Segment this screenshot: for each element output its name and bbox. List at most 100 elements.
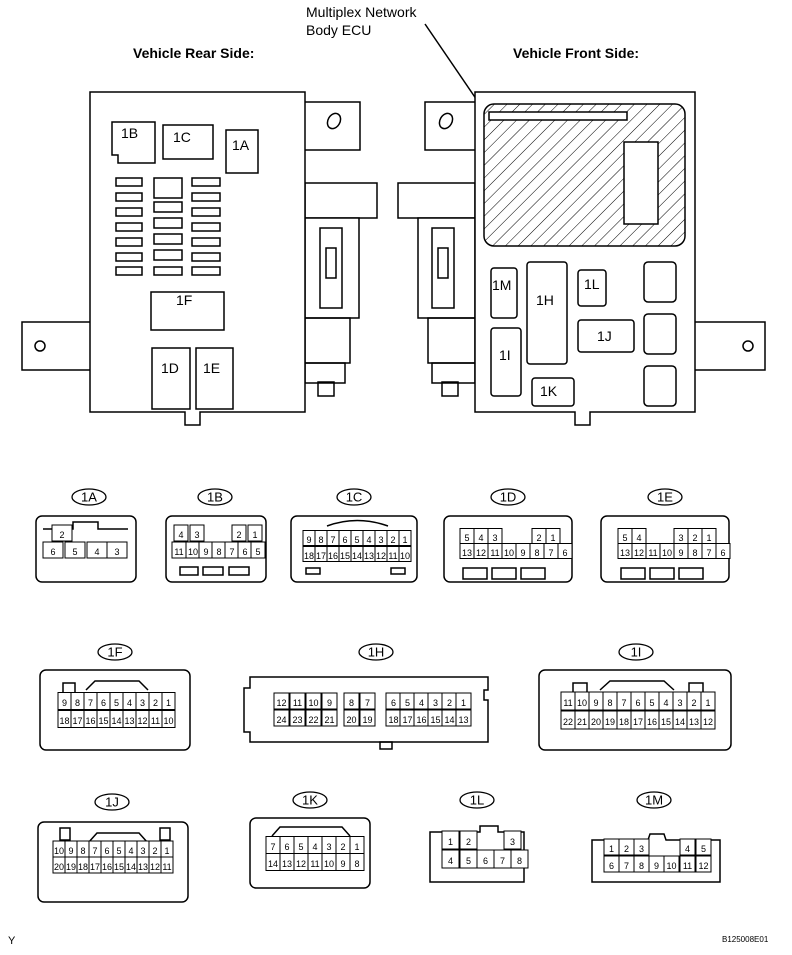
rear-slot-1E: 1E [203, 360, 220, 376]
pin-number: 3 [639, 844, 644, 854]
pin-number: 17 [402, 715, 412, 725]
pin-number: 7 [88, 698, 93, 708]
connector-id-label: 1E [657, 490, 673, 505]
pin-number: 7 [229, 547, 234, 557]
pin-cell [398, 530, 412, 546]
pin-number: 8 [216, 547, 221, 557]
connector-id-label: 1H [368, 645, 385, 660]
pin-number: 6 [284, 842, 289, 852]
pin-number: 20 [346, 715, 356, 725]
pin-number: 18 [619, 717, 629, 727]
pin-number: 20 [591, 717, 601, 727]
pin-number: 4 [127, 698, 132, 708]
pin-number: 5 [466, 856, 471, 866]
rear-slot-1B: 1B [121, 125, 138, 141]
pin-number: 9 [678, 548, 683, 558]
pin-number: 16 [85, 716, 95, 726]
pin-cell [321, 692, 338, 710]
connector-id-bubble [97, 643, 133, 661]
pin-number: 13 [282, 859, 292, 869]
pin-number: 5 [255, 547, 260, 557]
pin-number: 4 [128, 846, 133, 856]
pin-number: 6 [242, 547, 247, 557]
pin-number: 2 [236, 530, 241, 540]
pin-number: 3 [492, 533, 497, 543]
pin-number: 14 [111, 716, 121, 726]
pin-cell [359, 709, 376, 727]
pin-number: 9 [327, 698, 332, 708]
pin-number: 10 [666, 861, 676, 871]
pin-cell [663, 855, 680, 873]
pin-number: 12 [296, 859, 306, 869]
pin-cell [42, 541, 64, 559]
pin-cell [231, 524, 247, 542]
pin-number: 18 [388, 715, 398, 725]
pin-number: 23 [292, 715, 302, 725]
connector-id-label: 1M [645, 793, 663, 808]
pin-number: 12 [703, 717, 713, 727]
pin-cell [700, 710, 716, 730]
pin-number: 5 [701, 844, 706, 854]
pin-number: 2 [152, 846, 157, 856]
pin-number: 5 [622, 533, 627, 543]
pin-number: 3 [326, 842, 331, 852]
pin-number: 15 [661, 717, 671, 727]
pin-number: 15 [430, 715, 440, 725]
pin-number: 5 [114, 698, 119, 708]
pin-number: 3 [140, 698, 145, 708]
pin-number: 11 [490, 548, 499, 558]
connector-id-bubble [490, 488, 526, 506]
pin-cell [715, 543, 731, 559]
pin-number: 6 [342, 535, 347, 545]
pin-number: 16 [328, 551, 338, 561]
pin-number: 3 [678, 533, 683, 543]
pin-number: 11 [388, 551, 397, 561]
pin-number: 11 [151, 716, 160, 726]
pin-number: 14 [444, 715, 454, 725]
pin-cell [321, 709, 338, 727]
pin-number: 7 [365, 698, 370, 708]
pin-number: 6 [635, 698, 640, 708]
pin-cell [455, 692, 472, 710]
pin-number: 12 [276, 698, 286, 708]
pin-cell [289, 692, 306, 710]
connector-id-bubble [636, 791, 672, 809]
connector-id-label: 1I [631, 645, 642, 660]
pin-number: 11 [648, 548, 657, 558]
pin-number: 8 [692, 548, 697, 558]
ecu-title-line1: Multiplex Network [306, 4, 417, 20]
pin-number: 1 [166, 698, 171, 708]
pin-cell [679, 855, 696, 873]
pin-number: 3 [677, 698, 682, 708]
front-slot-1M: 1M [492, 277, 511, 293]
pin-cell [64, 541, 86, 559]
pin-number: 11 [293, 698, 302, 708]
connector-id-bubble [459, 791, 495, 809]
pin-cell [343, 709, 360, 727]
pin-number: 12 [376, 551, 386, 561]
pin-number: 4 [448, 856, 453, 866]
pin-number: 2 [536, 533, 541, 543]
pin-cell [247, 524, 263, 542]
pin-cell [679, 838, 696, 856]
pin-number: 12 [150, 862, 160, 872]
pin-number: 19 [362, 715, 372, 725]
pin-number: 13 [364, 551, 374, 561]
pin-cell [441, 830, 460, 850]
pin-number: 4 [478, 533, 483, 543]
pin-number: 17 [633, 717, 643, 727]
pin-number: 4 [636, 533, 641, 543]
pin-number: 13 [462, 548, 472, 558]
pin-number: 1 [354, 842, 359, 852]
pin-number: 7 [270, 842, 275, 852]
pin-number: 11 [310, 859, 319, 869]
pin-cell [161, 692, 176, 710]
rear-slot-1C: 1C [173, 129, 191, 145]
